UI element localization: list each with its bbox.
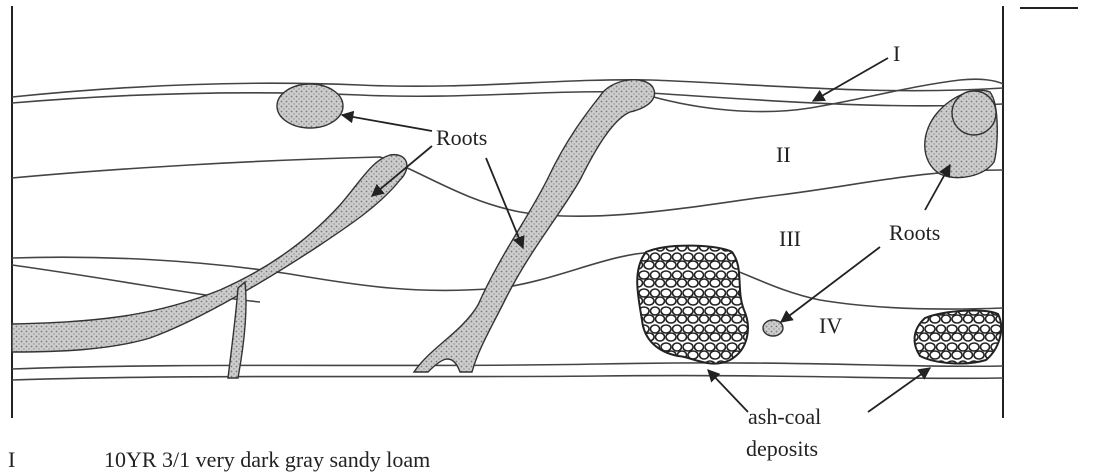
label-roots-top: Roots [436,125,487,150]
ash-coal-deposit-large [637,246,748,364]
legend-description: 10YR 3/1 very dark gray sandy loam [104,447,430,472]
root-diagonal-long [12,155,407,352]
root-vertical-long [414,80,655,372]
label-horizon-3: III [779,226,801,251]
arrow-roots-to-blob-left [342,115,432,131]
label-horizon-1: I [893,41,900,66]
label-ash-coal-line1: ash-coal [748,404,821,429]
arrow-ash-to-small [868,368,930,412]
label-ash-coal-line2: deposits [746,436,818,461]
arrow-roots-to-vertical [486,158,523,248]
root-blob-right-inner [952,91,996,135]
arrow-roots-to-small-dot [781,247,880,322]
label-roots-right: Roots [889,220,940,245]
base-line-upper [12,363,1003,369]
base-line-lower [12,376,1003,380]
horizon-boundary-2-3 [12,157,1003,216]
root-small-dot [763,320,783,336]
ash-coal-deposit-small [915,311,1002,364]
label-horizon-2: II [776,142,791,167]
label-horizon-4: IV [819,313,842,338]
legend-code: I [8,448,104,472]
surface-line-lower [12,92,1003,106]
root-blob-left [277,84,343,128]
